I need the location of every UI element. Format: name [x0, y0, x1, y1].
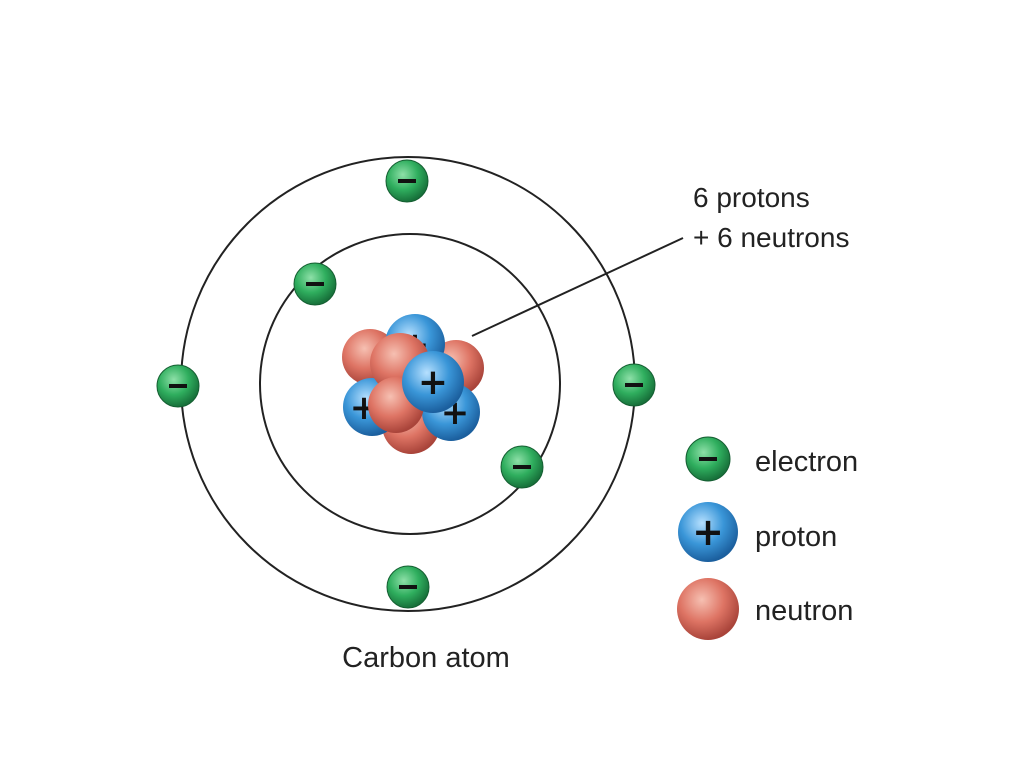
legend-electron-icon — [685, 436, 731, 482]
legend-proton-icon: + — [678, 502, 738, 562]
annotation-neutrons: + 6 neutrons — [693, 222, 849, 253]
svg-text:+: + — [692, 510, 724, 554]
svg-text:+: + — [418, 362, 448, 403]
legend-neutron-icon — [677, 578, 739, 640]
electron — [612, 363, 656, 407]
electron — [293, 262, 337, 306]
electron — [386, 565, 430, 609]
proton: + — [402, 351, 464, 413]
diagram-caption: Carbon atom — [342, 642, 510, 674]
legend: electron + proton neutron — [677, 436, 858, 640]
inner-orbit — [259, 233, 561, 535]
electron — [385, 159, 429, 203]
legend-proton-label: proton — [755, 521, 837, 553]
annotation-protons: 6 protons — [693, 182, 810, 213]
legend-neutron-label: neutron — [755, 595, 853, 627]
legend-electron-label: electron — [755, 446, 858, 478]
electron — [156, 364, 200, 408]
annotation-pointer-line — [471, 237, 684, 337]
electron — [500, 445, 544, 489]
nucleus: + + + + — [342, 314, 484, 454]
